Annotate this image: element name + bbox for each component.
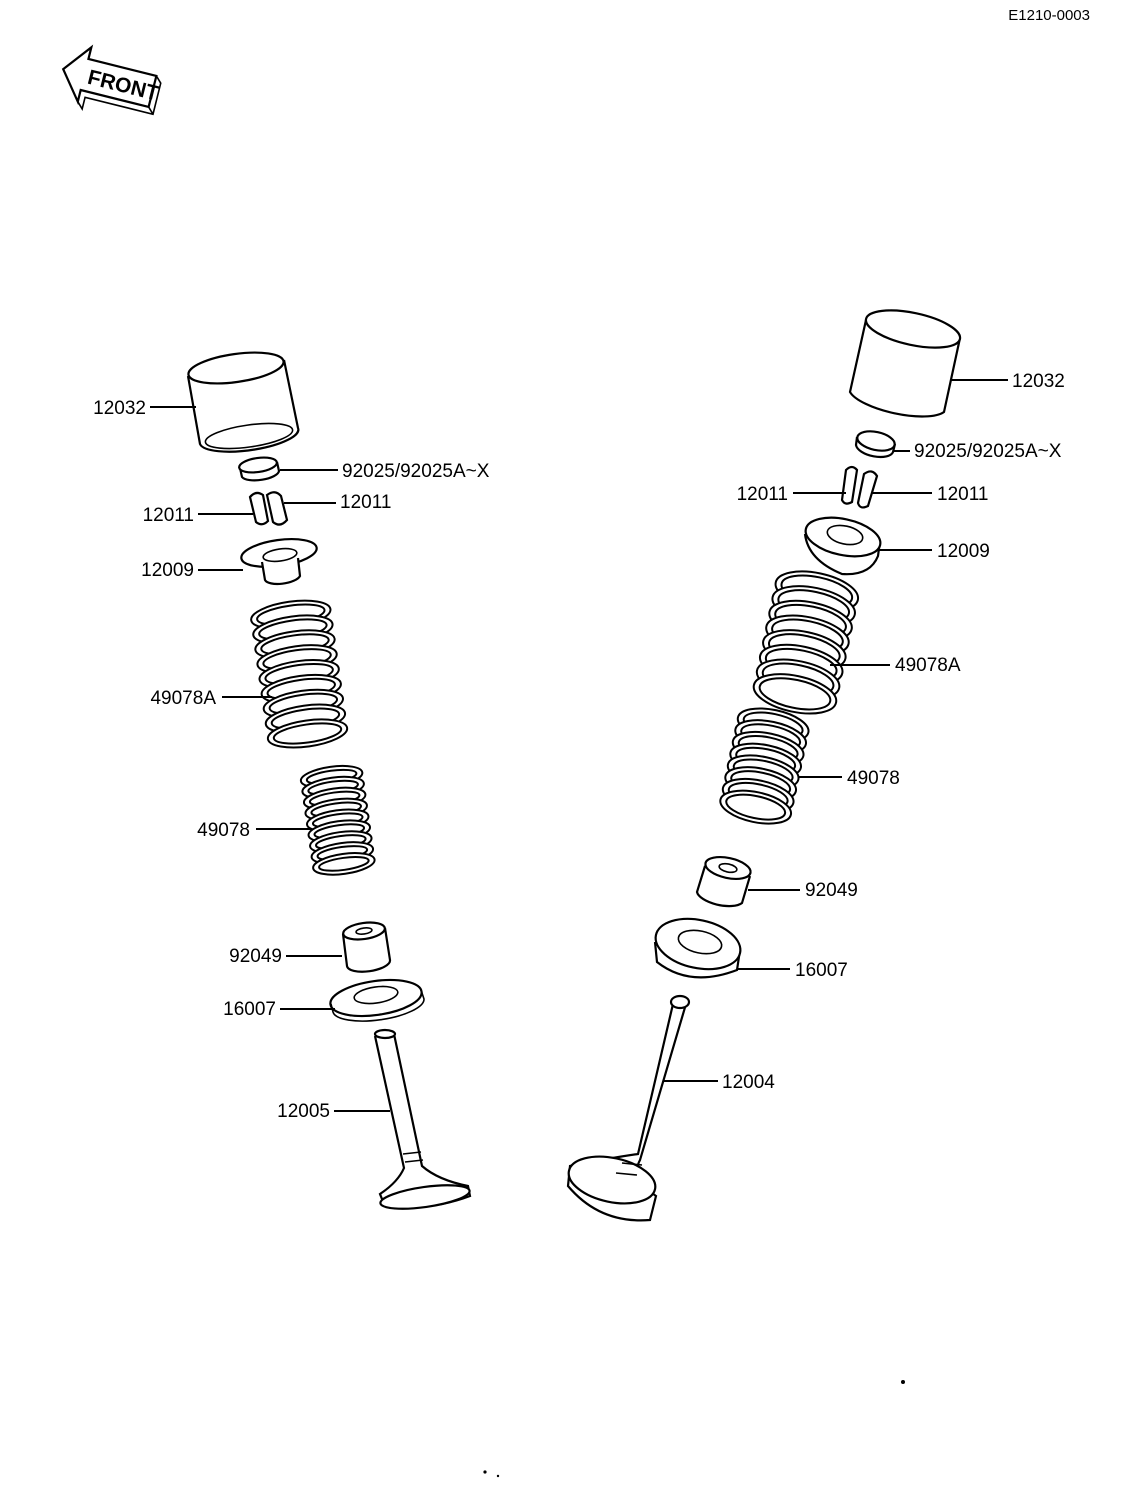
spring-coil — [272, 722, 343, 745]
right-valve-assembly — [566, 309, 962, 1222]
spring-coil — [752, 673, 838, 715]
leader-lines — [150, 379, 1008, 1112]
right-retainer — [803, 516, 882, 576]
left-inner-spring — [299, 764, 376, 876]
left-keepers — [248, 491, 289, 526]
label-right-spring-seat: 16007 — [795, 960, 848, 981]
spring-coil — [318, 855, 370, 872]
right-outer-spring — [752, 570, 860, 715]
left-retainer — [240, 537, 318, 586]
label-left-tappet: 12032 — [93, 398, 146, 419]
label-right-tappet: 12032 — [1012, 371, 1065, 392]
left-stem-seal — [341, 921, 392, 973]
label-left-keeper-right: 12011 — [340, 492, 391, 513]
right-keepers — [840, 465, 879, 509]
label-left-retainer: 12009 — [141, 560, 194, 581]
label-left-spring-seat: 16007 — [223, 999, 276, 1020]
front-arrow-icon: FRONT — [61, 44, 162, 116]
right-shim — [854, 430, 897, 459]
left-valve-assembly — [186, 351, 472, 1210]
left-spring-seat — [329, 978, 425, 1022]
right-spring-seat — [653, 917, 742, 979]
left-part-labels: 12032 92025/92025A~X 12011 12011 12009 4… — [93, 398, 490, 1122]
left-tappet — [186, 351, 300, 453]
label-right-keeper-left: 12011 — [737, 484, 788, 505]
label-right-stem-seal: 92049 — [805, 880, 858, 901]
label-right-outer-spring: 49078A — [895, 655, 961, 676]
drawing-code: E1210-0003 — [1008, 7, 1090, 24]
label-right-shim: 92025/92025A~X — [914, 441, 1062, 462]
label-left-inner-spring: 49078 — [197, 820, 250, 841]
spring-coil — [266, 718, 349, 749]
right-inner-spring — [719, 707, 810, 825]
spring-coil — [725, 793, 787, 821]
right-tappet — [848, 309, 962, 418]
label-left-shim: 92025/92025A~X — [342, 461, 490, 482]
left-shim — [238, 456, 281, 482]
label-right-keeper-right: 12011 — [937, 484, 988, 505]
label-left-valve: 12005 — [277, 1101, 330, 1122]
right-valve — [566, 994, 691, 1222]
label-right-inner-spring: 49078 — [847, 768, 900, 789]
left-valve — [373, 1028, 472, 1210]
spring-coil — [758, 677, 832, 711]
spring-coil — [719, 789, 793, 825]
label-left-outer-spring: 49078A — [150, 688, 216, 709]
label-right-valve: 12004 — [722, 1072, 775, 1093]
label-right-retainer: 12009 — [937, 541, 990, 562]
label-left-stem-seal: 92049 — [229, 946, 282, 967]
spring-coil — [312, 852, 376, 876]
label-left-keeper-left: 12011 — [143, 505, 194, 526]
scan-specks — [483, 1380, 905, 1478]
right-part-labels: 12032 92025/92025A~X 12011 12011 12009 4… — [722, 371, 1065, 1093]
right-stem-seal — [695, 856, 752, 908]
left-outer-spring — [250, 599, 349, 749]
